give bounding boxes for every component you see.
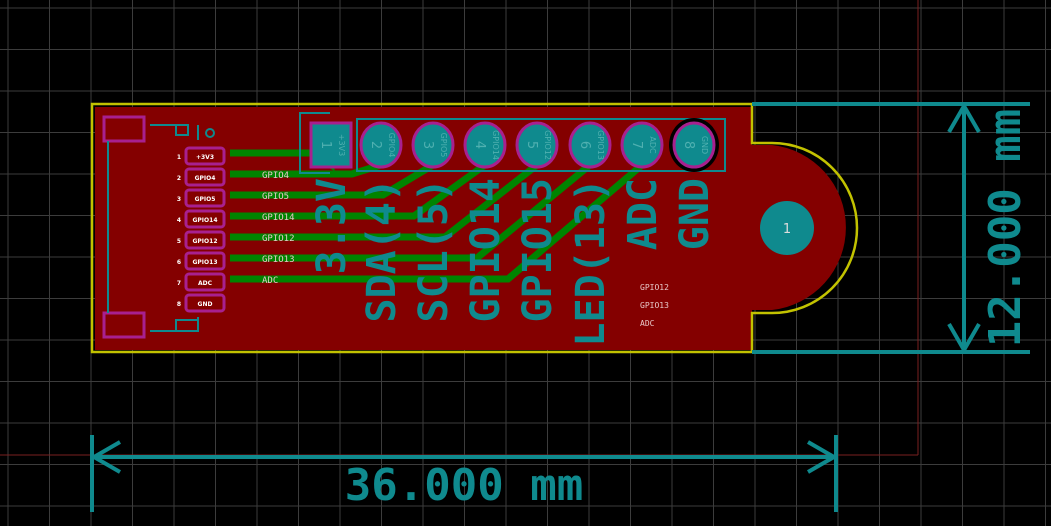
dimension-width[interactable]	[89, 435, 839, 512]
fpc-pad-number: 1	[177, 154, 181, 161]
silk-label: 3.3V	[309, 178, 355, 274]
header-pad-name: +3V3	[337, 134, 346, 156]
header-pad-name: GPIO5	[439, 133, 448, 158]
header-pad[interactable]: 6 GPIO13	[568, 121, 612, 169]
net-label: GPIO14	[262, 213, 295, 223]
header-pad-number: 5	[524, 141, 539, 149]
fpc-pad[interactable]: 1 +3V3	[177, 146, 226, 166]
net-label-diagonal: GPIO13	[640, 301, 669, 310]
board-outline	[90, 102, 859, 354]
fpc-pad-number: 6	[177, 259, 181, 266]
fpc-pad-number: 7	[177, 280, 181, 287]
dimension-width-label: 36.000 mm	[345, 460, 583, 511]
header-pad-number: 2	[368, 141, 383, 149]
fpc-pad-name: GND	[198, 301, 213, 308]
mount-hole-label: 1	[783, 222, 791, 237]
net-labels: GPIO4GPIO5GPIO14GPIO12GPIO13ADCGPIO12GPI…	[262, 171, 669, 328]
board-copper-fill	[95, 107, 846, 350]
fpc-pad-name: GPIO5	[195, 196, 216, 203]
net-label-diagonal: ADC	[640, 319, 655, 328]
fpc-pad-number: 8	[177, 301, 181, 308]
silk-label: SDA(4)	[359, 178, 405, 323]
header-pad-number: 8	[681, 141, 696, 149]
header-pad[interactable]: 4 GPIO14	[463, 121, 507, 169]
header-pad[interactable]: 2 GPIO4	[359, 121, 403, 169]
silk-label: ADC	[620, 178, 666, 250]
net-label: GPIO12	[262, 234, 295, 244]
fpc-pad[interactable]: 4 GPIO14	[177, 209, 226, 229]
mount-hole[interactable]: 1	[760, 201, 814, 255]
header-pad-number: 4	[472, 141, 487, 149]
fpc-pad[interactable]: 6 GPIO13	[177, 251, 226, 271]
header-pad-name: GPIO14	[491, 130, 500, 160]
fpc-connector	[102, 115, 215, 339]
silk-label: LED(13)	[568, 178, 614, 347]
dimension-height-label: 12.000 mm	[980, 109, 1031, 347]
header-pad-name: ADC	[648, 136, 657, 154]
fpc-pad[interactable]: 8 GND	[177, 293, 226, 313]
fpc-pad-name: GPIO13	[192, 259, 217, 266]
fpc-pad-number: 4	[177, 217, 181, 224]
pin-header	[299, 112, 726, 174]
fpc-pad-number: 2	[177, 175, 181, 182]
fpc-pad-name: ADC	[198, 280, 213, 287]
header-pad[interactable]: 3 GPIO5	[411, 121, 455, 169]
net-label: GPIO4	[262, 171, 289, 181]
silk-label: GPIO15	[515, 178, 561, 323]
header-pad-name: GPIO4	[387, 133, 396, 158]
net-label: GPIO5	[262, 192, 289, 202]
fpc-pad-name: GPIO12	[192, 238, 217, 245]
dimension-height[interactable]	[752, 101, 1030, 355]
header-pad-number: 6	[577, 141, 592, 149]
fpc-pad-name: +3V3	[196, 154, 214, 161]
silk-label: GPIO14	[463, 178, 509, 323]
fpc-pad-name: GPIO4	[195, 175, 216, 182]
silk-label: GND	[672, 178, 718, 250]
fpc-pad-name: GPIO14	[192, 217, 217, 224]
header-pad-number: 3	[420, 141, 435, 149]
header-pad[interactable]: 1 +3V3	[309, 121, 353, 169]
silk-label: SCL(5)	[411, 178, 457, 323]
header-pad-name: GPIO12	[543, 130, 552, 160]
fpc-pad[interactable]: 3 GPIO5	[177, 188, 226, 208]
header-pad-number: 1	[318, 141, 333, 149]
fpc-pad[interactable]: 5 GPIO12	[177, 230, 226, 250]
fpc-mount-pad[interactable]	[102, 115, 146, 143]
header-pad-number: 7	[629, 141, 644, 149]
header-pad[interactable]: 7 ADC	[620, 121, 664, 169]
fpc-mount-pad[interactable]	[102, 311, 146, 339]
header-pad-name: GPIO13	[596, 130, 605, 160]
fpc-pad-number: 3	[177, 196, 181, 203]
fpc-pad[interactable]: 2 GPIO4	[177, 167, 226, 187]
fpc-pad[interactable]: 7 ADC	[177, 272, 226, 292]
net-label: ADC	[262, 276, 278, 286]
net-label: GPIO13	[262, 255, 295, 265]
fpc-pad-number: 5	[177, 238, 181, 245]
header-pad[interactable]: 5 GPIO12	[515, 121, 559, 169]
header-pad[interactable]: 8 GND	[669, 118, 719, 172]
header-pad-name: GND	[700, 136, 709, 154]
net-label-diagonal: GPIO12	[640, 283, 669, 292]
